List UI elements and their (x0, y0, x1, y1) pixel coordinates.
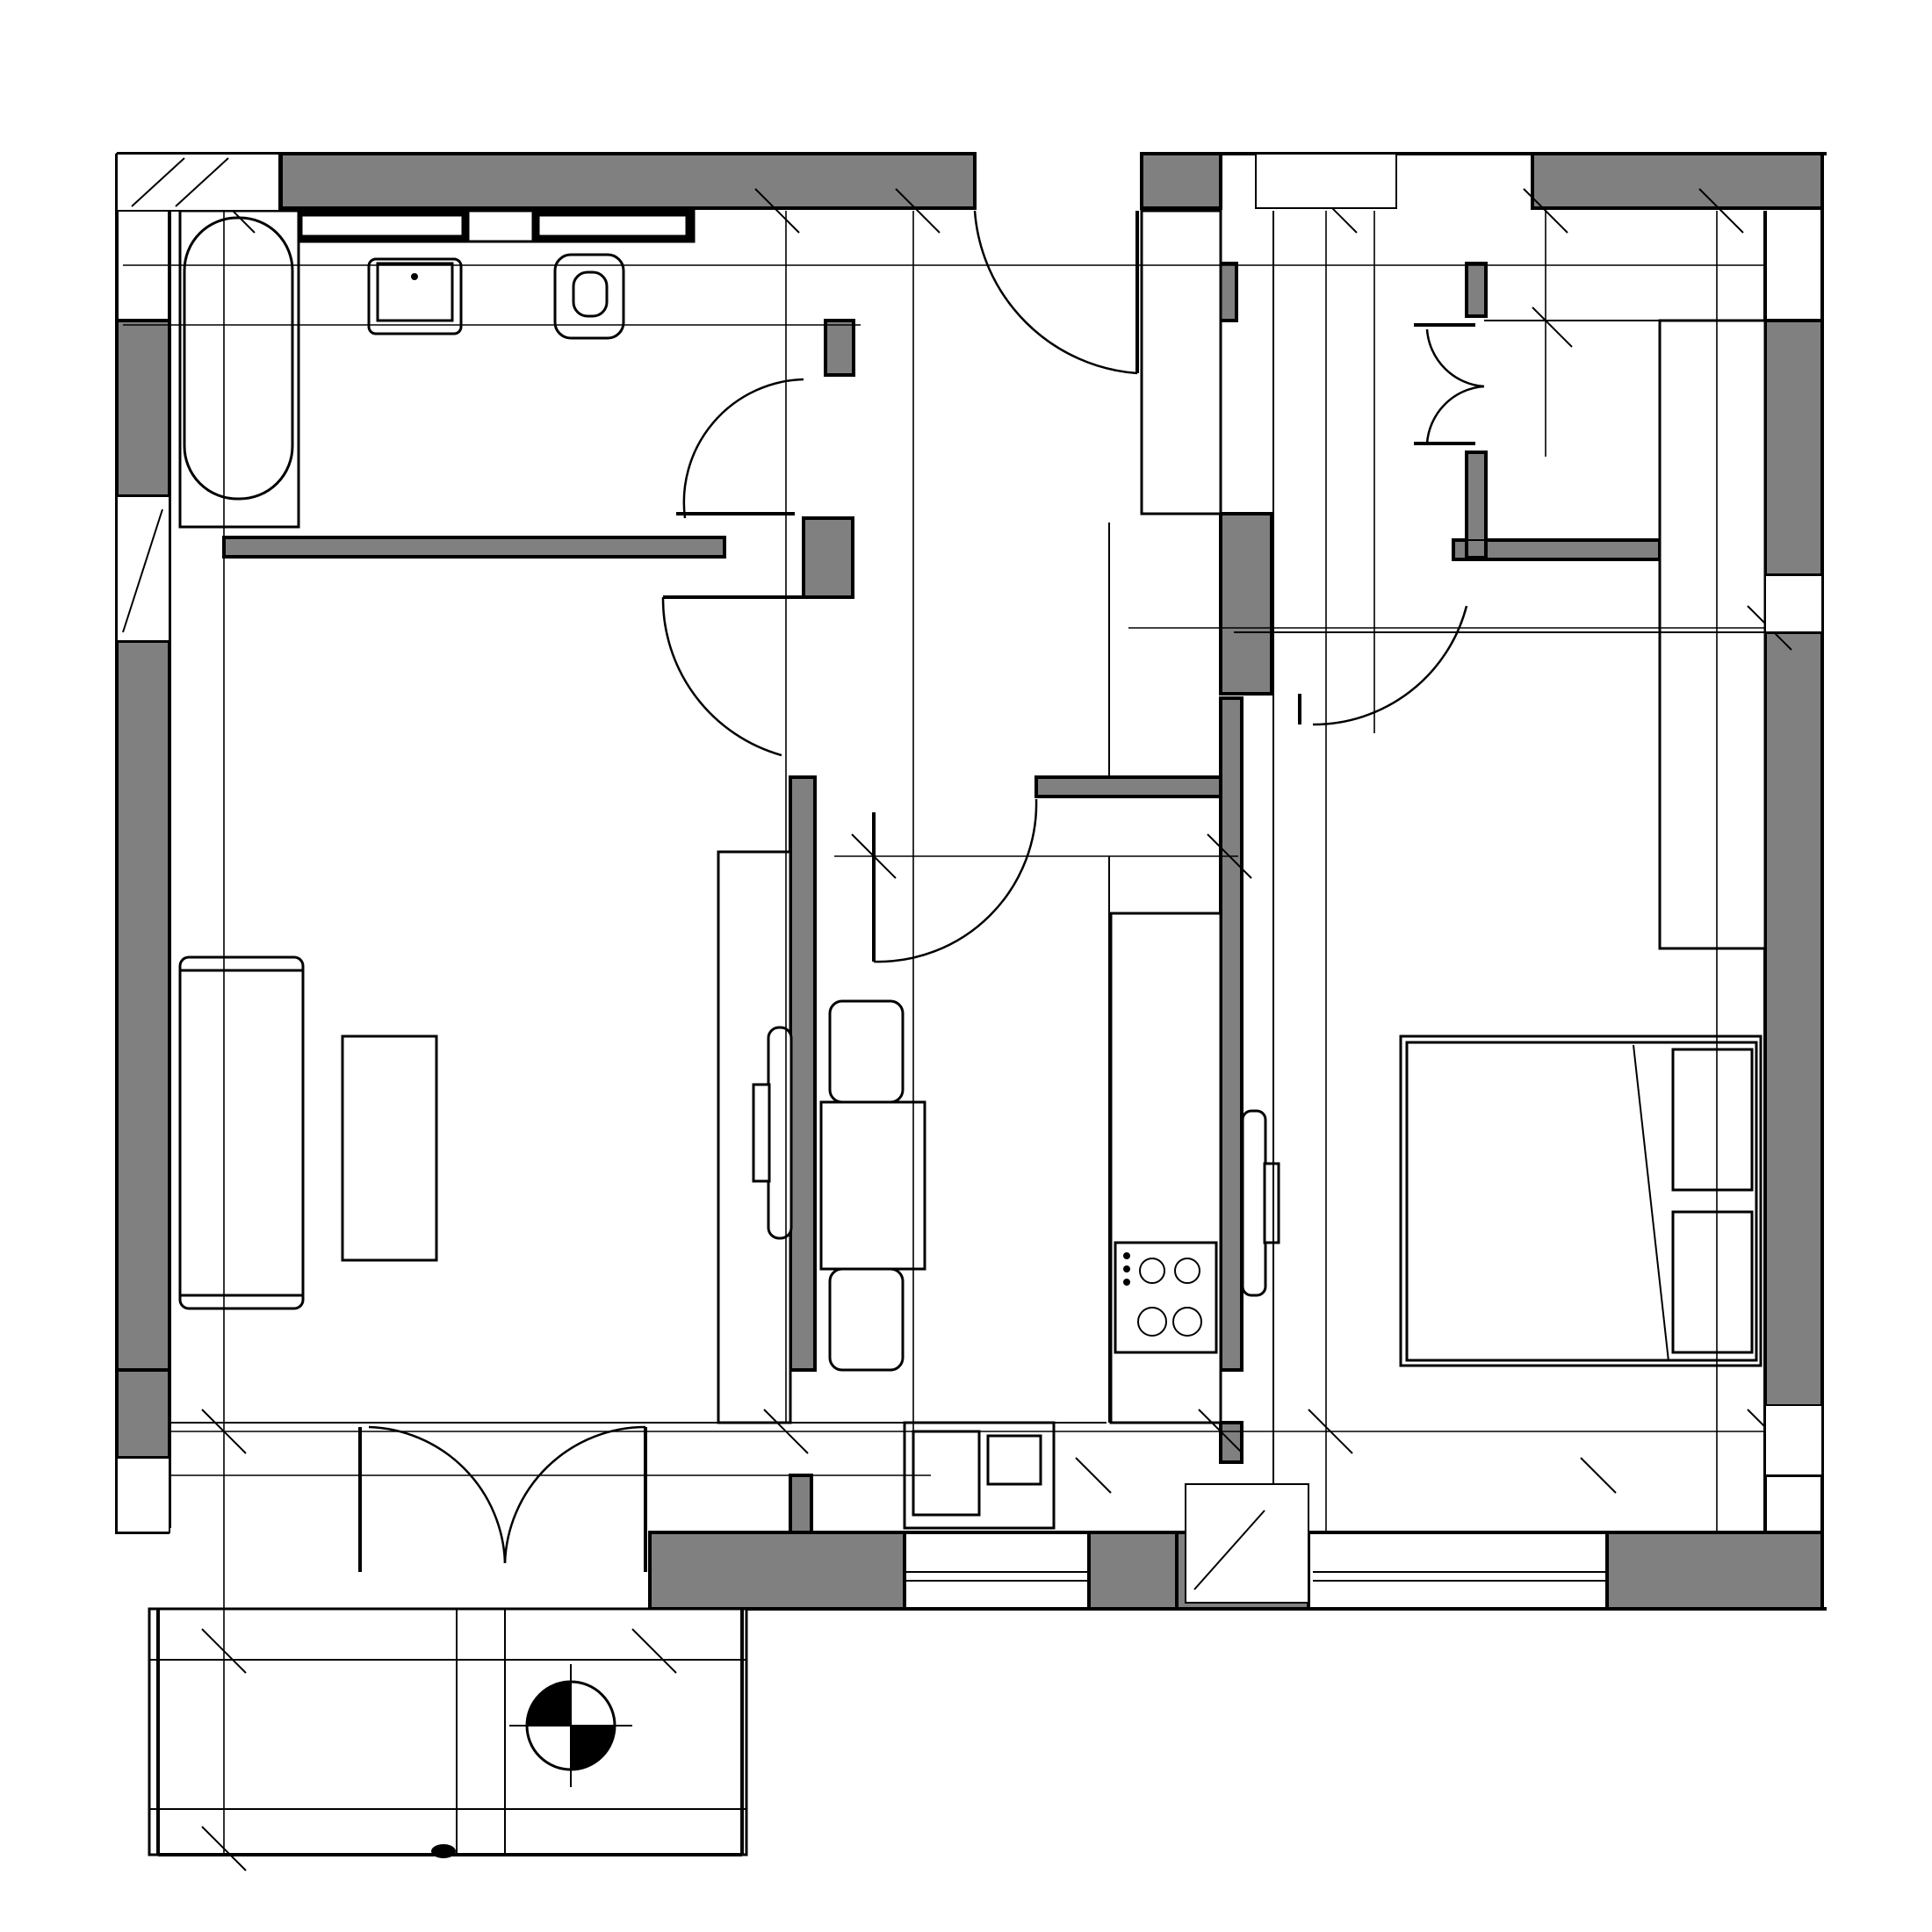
south-wall-c (1605, 1531, 1824, 1611)
kitchen-east-wall (1219, 696, 1244, 1372)
armchair-seat (1263, 1162, 1280, 1244)
closet-door-swing-1 (1425, 328, 1485, 388)
bedroom (1234, 319, 1767, 1367)
sink-bowl-2 (986, 1434, 1042, 1486)
pillow-top (1671, 1048, 1754, 1192)
door-swings (358, 210, 1485, 1572)
dining-chair-top (828, 999, 905, 1104)
east-wall-upper (1763, 319, 1824, 577)
outer-outline (115, 152, 1827, 1611)
stove-burners (1123, 1252, 1202, 1337)
kitchen (752, 523, 1222, 1530)
bathtub-basin (183, 216, 294, 501)
bathroom-south-wall (222, 536, 726, 559)
storage-west-wall-2 (1465, 451, 1488, 559)
pillow-bottom (1671, 1210, 1754, 1354)
west-wall-bottom (115, 1368, 171, 1460)
entry-closet (1140, 209, 1222, 515)
south-wall-b (1087, 1531, 1179, 1611)
compass-marker (509, 1664, 632, 1787)
bathroom (178, 208, 696, 529)
storage-west-wall (1465, 262, 1488, 318)
balcony-door-swing-left (368, 1425, 507, 1564)
dining-chair-bottom (828, 1267, 905, 1372)
north-wall-west (279, 152, 977, 210)
coffee-table (341, 1034, 438, 1262)
balcony-slab (148, 1607, 748, 1856)
sink-bowl (912, 1430, 981, 1517)
drain (431, 1844, 456, 1858)
south-stub-2 (1219, 1421, 1244, 1464)
exterior-walls (115, 152, 1824, 1611)
closet-door-swing-2 (1425, 385, 1485, 444)
balcony-door-swing-right (503, 1425, 646, 1564)
toilet-seat (572, 270, 609, 318)
wardrobe (1658, 319, 1767, 950)
living-door-swing (661, 596, 782, 757)
storage-west-block (1219, 512, 1273, 696)
chair-left (767, 1026, 793, 1240)
washbasin-bowl (376, 262, 454, 322)
south-stub-1 (789, 1474, 813, 1534)
west-wall-lower (115, 639, 171, 1372)
storage (1140, 209, 1660, 1532)
kitchen-west-wall (789, 775, 817, 1372)
stove (1114, 1241, 1218, 1354)
hall-west-wall-top (824, 319, 855, 377)
armchair (1241, 1109, 1267, 1297)
east-wall-lower (1763, 631, 1824, 1477)
kitchen-door-swing (873, 798, 1038, 963)
north-wall-mid (1140, 152, 1222, 210)
west-wall-upper (115, 319, 171, 498)
bathroom-door-swing (682, 378, 804, 519)
south-wall-a (648, 1531, 906, 1611)
living-room (169, 850, 1107, 1424)
sofa-back (178, 969, 305, 1297)
kitchen-north-wall (1034, 775, 1227, 798)
balcony (148, 1607, 748, 1858)
window-openings (116, 153, 1823, 1604)
entrance-door-swing (973, 210, 1138, 375)
dining-table (819, 1100, 926, 1271)
hall-west-wall-mid (802, 516, 854, 599)
north-wall-east (1531, 152, 1824, 210)
chair-left-seat (752, 1083, 771, 1183)
dimension-lines (123, 211, 1822, 1855)
bedroom-door-swing (1312, 605, 1468, 726)
interior-walls (222, 262, 1767, 1534)
